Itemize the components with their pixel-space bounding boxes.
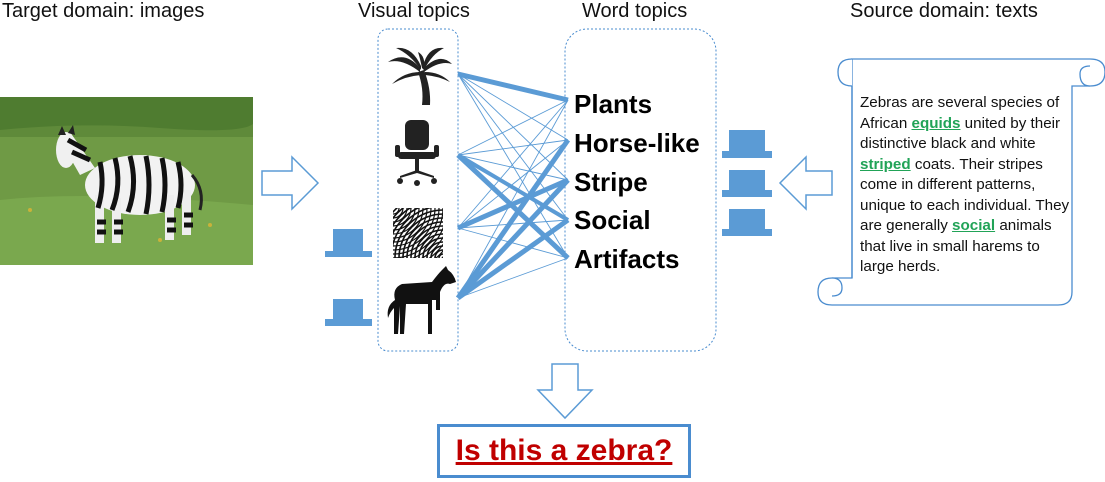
topic-connections (455, 71, 571, 301)
topic-link (457, 257, 569, 299)
keyword-striped: striped (860, 155, 911, 173)
text-segment: animals that live in small harems to lar… (860, 217, 1052, 275)
target-domain-header: Target domain: images (2, 0, 205, 22)
zebra-photo (0, 97, 253, 265)
topic-link (457, 177, 569, 231)
topic-link (457, 99, 569, 229)
question-text: Is this a zebra? (455, 434, 673, 467)
keyword-equids: equids (911, 114, 961, 132)
visual-topic-bars (325, 229, 372, 326)
topic-link (457, 73, 569, 221)
word-topic-stripe: Stripe (574, 167, 648, 197)
word-topics-header: Word topics (582, 0, 688, 22)
arrow-left-icon (778, 155, 833, 211)
text-scroll (817, 58, 1105, 306)
palm-tree-icon (388, 47, 452, 105)
arrow-down-icon (536, 363, 594, 420)
keyword-social: social (952, 217, 996, 234)
visual-topics-header: Visual topics (358, 0, 470, 22)
text-segment: united by their distinctive black and wh… (860, 114, 1061, 153)
stripe-pattern-icon (393, 208, 443, 258)
topic-link (457, 154, 569, 181)
topic-link (457, 71, 569, 103)
word-topic-horse-like: Horse-like (574, 128, 700, 158)
text-segment: coats. Their stripes come in different p… (860, 155, 1070, 235)
horse-icon (387, 266, 456, 334)
visual-topics-box (377, 28, 459, 352)
topic-link (457, 139, 569, 156)
arrow-right-icon (261, 155, 320, 211)
word-topic-plants: Plants (574, 89, 653, 119)
topic-link (456, 178, 570, 300)
office-chair-icon (395, 120, 439, 186)
topic-link (457, 227, 569, 259)
topic-link (455, 138, 571, 300)
text-segment: Zebras are several species of African (860, 94, 1060, 132)
topic-link (456, 153, 570, 222)
word-topics-box (564, 28, 717, 352)
topic-link (457, 219, 569, 229)
word-topic-social: Social (574, 205, 651, 235)
source-text-paragraph: Zebras are several species of African eq… (860, 93, 1070, 278)
topic-link (457, 73, 569, 259)
source-domain-header: Source domain: texts (850, 0, 1038, 22)
question-box: Is this a zebra? (437, 424, 691, 478)
word-topic-bars (722, 130, 772, 236)
topic-link (457, 139, 569, 229)
topic-link (457, 99, 569, 299)
word-topic-artifacts: Artifacts (574, 244, 680, 274)
topic-link (457, 99, 569, 156)
topic-link (457, 73, 569, 141)
topic-link (456, 217, 570, 301)
